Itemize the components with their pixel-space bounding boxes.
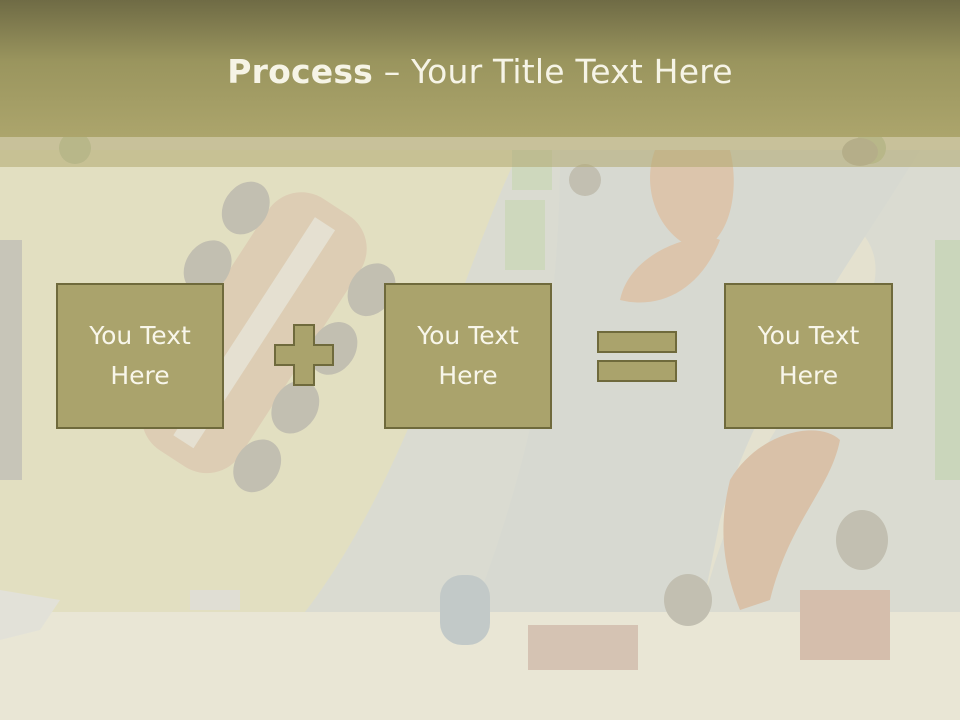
process-box-2-text: You Text Here — [417, 321, 519, 390]
plus-icon — [274, 324, 334, 386]
process-box-1[interactable]: You Text Here — [56, 283, 224, 429]
title-bar — [0, 0, 960, 137]
process-box-3[interactable]: You Text Here — [724, 283, 893, 429]
title-bold: Process — [227, 52, 374, 91]
title-bar-fade — [0, 137, 960, 167]
process-box-3-text: You Text Here — [757, 321, 860, 390]
equals-icon — [597, 331, 677, 382]
title-rest: – Your Title Text Here — [373, 52, 733, 91]
process-box-2[interactable]: You Text Here — [384, 283, 552, 429]
process-box-1-text: You Text Here — [89, 321, 191, 390]
slide-title[interactable]: Process – Your Title Text Here — [0, 52, 960, 91]
